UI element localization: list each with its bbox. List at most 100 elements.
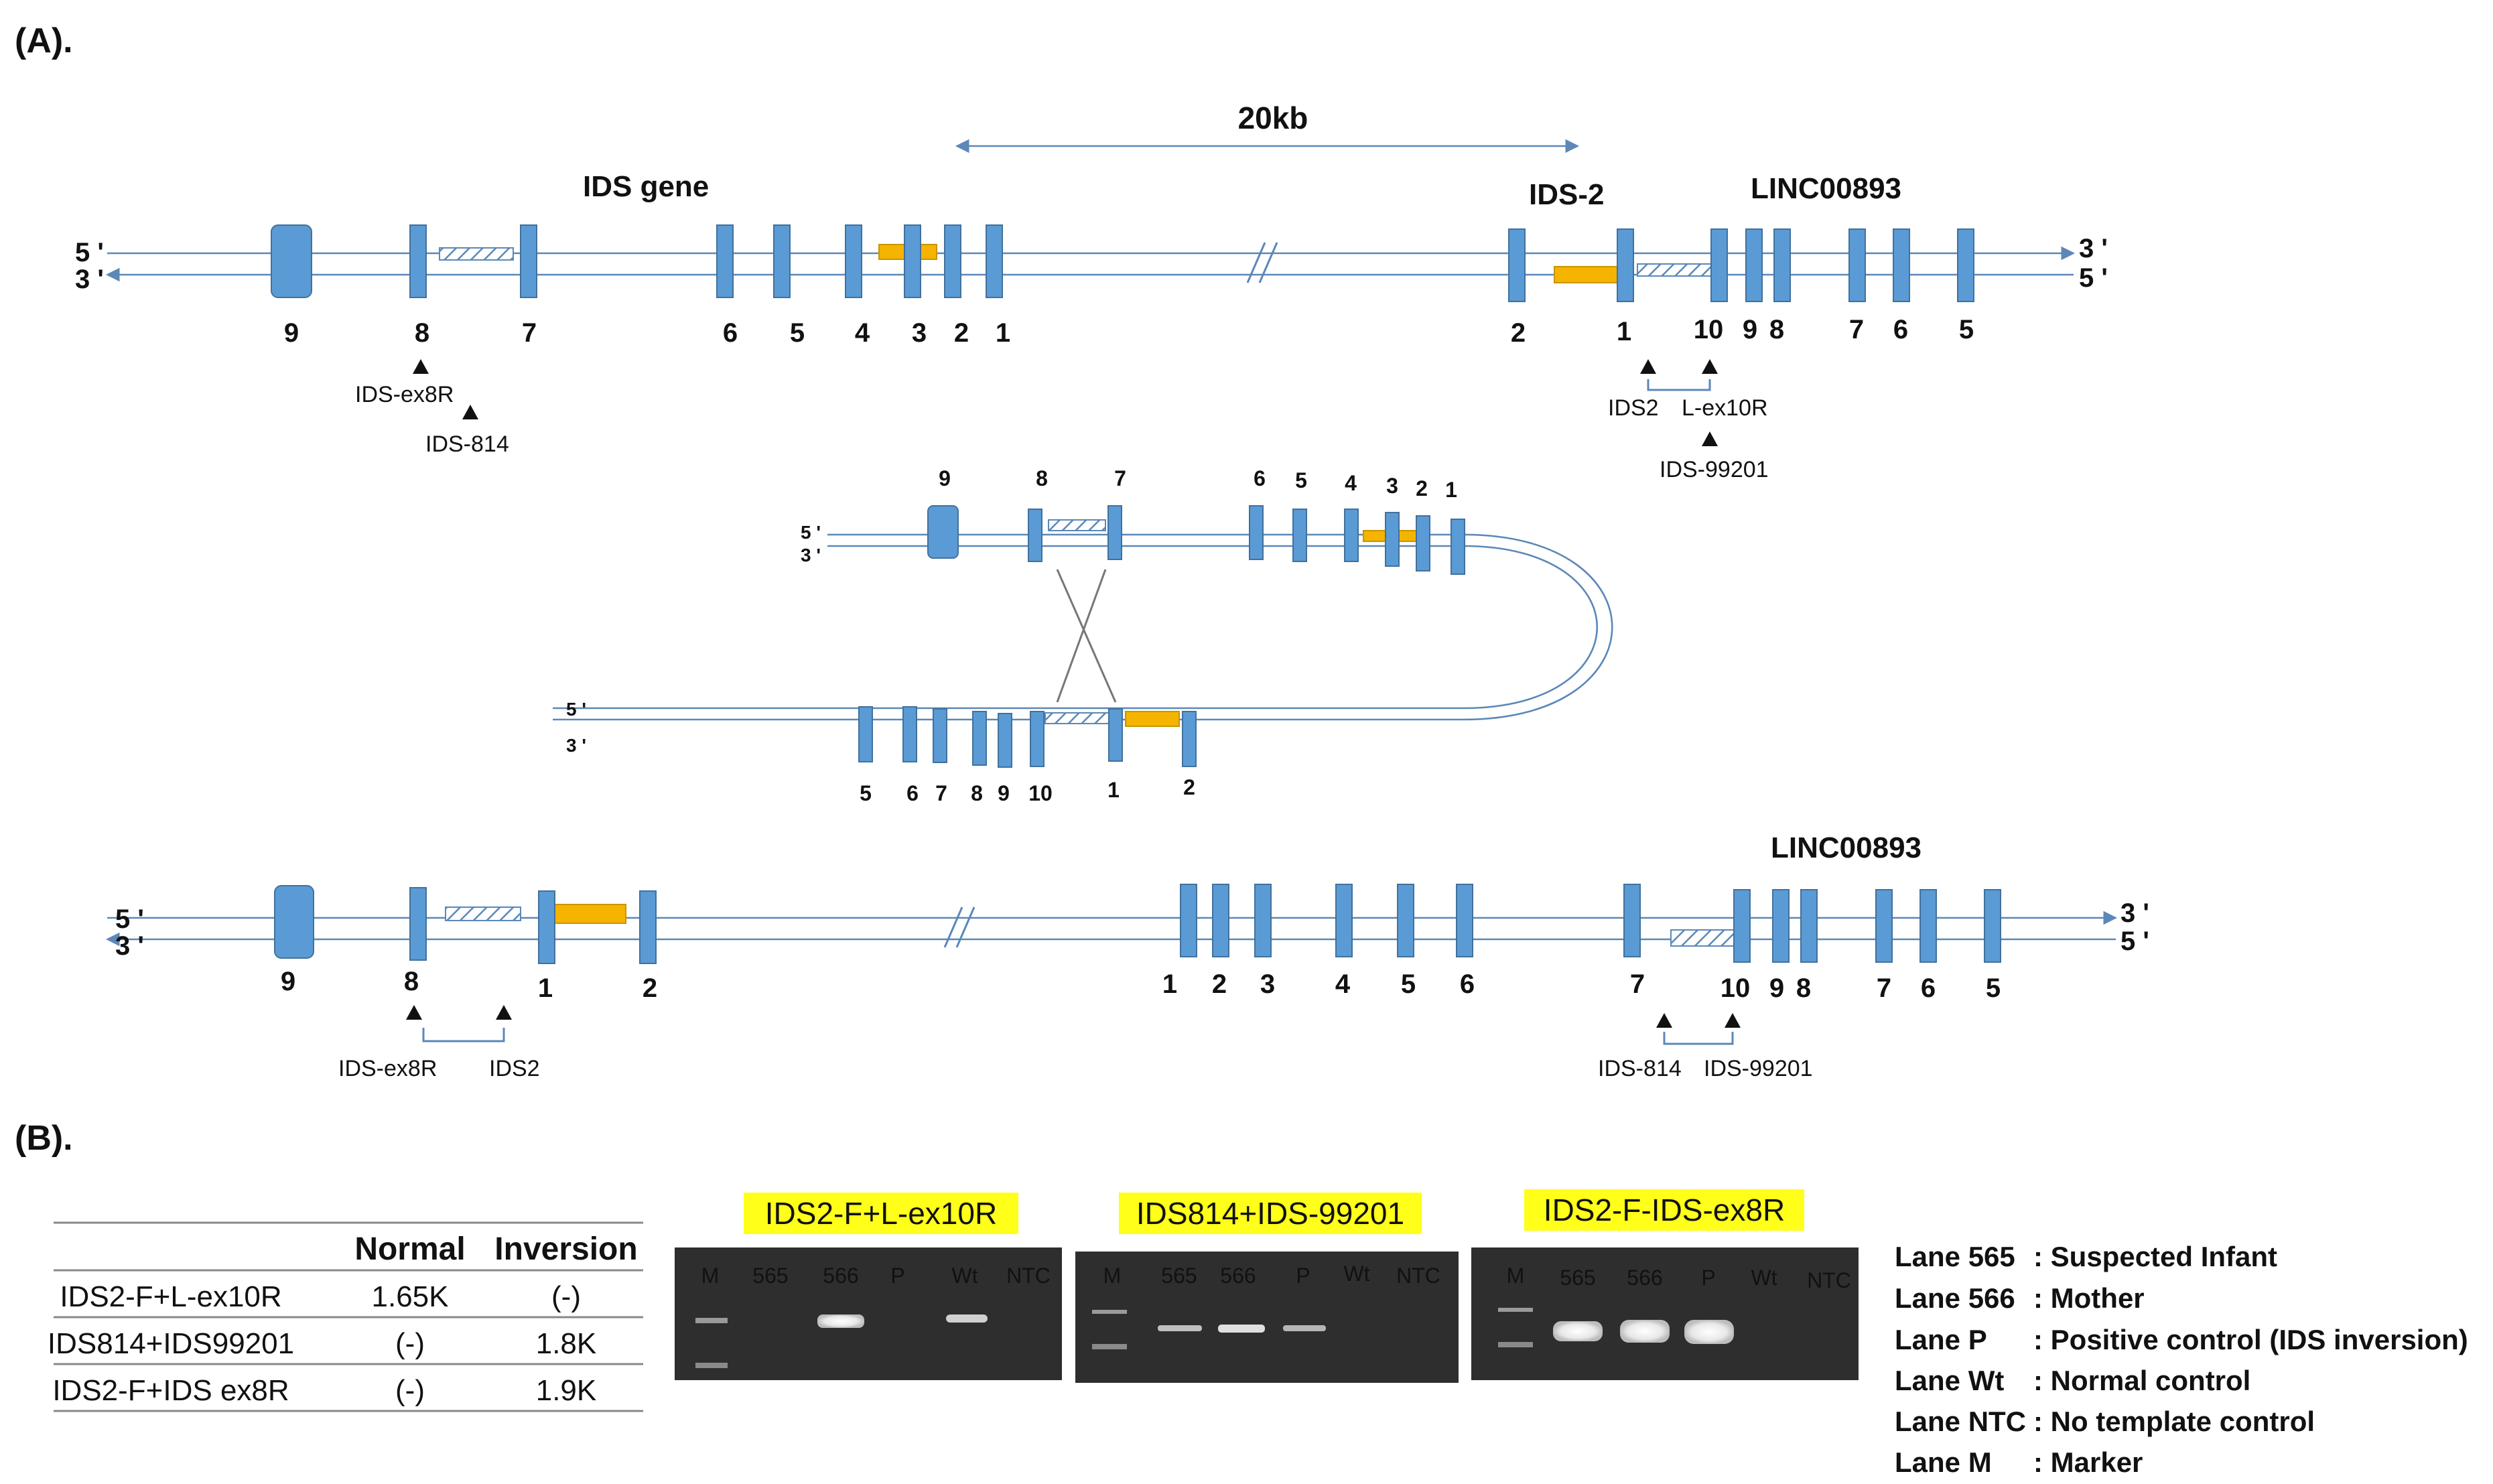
top-exon-ids-6 (716, 224, 734, 298)
bottom-ids-hatched-region (445, 906, 521, 921)
loop-lower-exon-10 (1030, 711, 1045, 767)
top-exon-label-ids2-2: 2 (1511, 318, 1526, 348)
loop-lower-label-9: 9 (998, 781, 1010, 805)
bottom-chromosome: 5 ' 3 ' 3 ' 5 ' 9 8 1 2 1 2 3 4 (105, 884, 2149, 1081)
primer-marker-ids-99201-bottom (1725, 1013, 1741, 1028)
top-exon-ids2-2 (1508, 228, 1526, 302)
legend-lane-566: Lane 566 (1895, 1282, 2015, 1314)
gel-1-lane-m: M (701, 1264, 720, 1288)
legend-desc-m: : Marker (2033, 1446, 2143, 1478)
gel-1-band-566 (817, 1314, 864, 1328)
bottom-exon-linc-6 (1919, 889, 1937, 963)
bottom-exon-label-ids-6: 6 (1460, 969, 1475, 999)
primer-marker-l-ex10r-top (1702, 359, 1718, 374)
loop-lower-5prime: 5 ' (566, 699, 586, 720)
gel-1-image (675, 1247, 1062, 1380)
top-exon-ids-1 (986, 224, 1003, 298)
loop-3prime: 3 ' (801, 545, 821, 565)
scale-bar: 20kb (955, 100, 1580, 153)
top-linc-hatched-region (1637, 263, 1712, 277)
top-exon-linc-7 (1848, 228, 1866, 302)
table-row-1-inversion: (-) (551, 1280, 581, 1313)
loop-lower-label-7: 7 (935, 781, 947, 805)
legend-lane-ntc: Lane NTC (1895, 1406, 2026, 1437)
gel-3-band-565 (1553, 1321, 1603, 1341)
gel-3-title-highlight (1524, 1189, 1804, 1231)
bottom-5prime-left: 5 ' (115, 904, 144, 934)
table-header-normal: Normal (354, 1231, 465, 1267)
bottom-exon-ids-6 (1456, 884, 1473, 957)
gel-3: IDS2-F-IDS-ex8R M 565 566 P Wt NTC (1471, 1189, 1859, 1380)
primer-marker-ids-ex8r-top (413, 359, 429, 374)
loop-upper-label-3: 3 (1386, 474, 1398, 498)
gel-1-title-highlight (744, 1193, 1018, 1234)
bottom-exon-ids2-2 (639, 890, 657, 964)
top-exon-label-ids-5: 5 (790, 318, 805, 348)
gel-2-marker-band-2 (1092, 1344, 1127, 1349)
loop-upper-label-5: 5 (1295, 468, 1307, 492)
loop-upper-exon-8 (1028, 509, 1042, 562)
top-exon-label-ids-1: 1 (996, 318, 1010, 348)
panel-b-label: (B). (15, 1119, 73, 1158)
primer-marker-ids-814-top (462, 405, 478, 419)
gel-3-title: IDS2-F-IDS-ex8R (1544, 1193, 1785, 1227)
bottom-exon-label-ids2-1: 1 (538, 973, 553, 1003)
legend-desc-565: : Suspected Infant (2033, 1241, 2277, 1272)
loop-5prime: 5 ' (801, 522, 821, 543)
gel-1-lane-566: 566 (823, 1264, 858, 1288)
top-exon-label-linc-8: 8 (1769, 315, 1784, 344)
bottom-exon-label-linc-8: 8 (1796, 973, 1811, 1003)
legend-lane-wt: Lane Wt (1895, 1365, 2004, 1396)
table-row-3-normal: (-) (395, 1374, 425, 1407)
primer-label-ids2-bottom: IDS2 (489, 1056, 540, 1081)
top-exon-ids2-1 (1617, 228, 1634, 302)
loop-lower-label-8: 8 (971, 781, 983, 805)
top-exon-linc-9 (1745, 228, 1763, 302)
loop-upper-exon-7 (1107, 505, 1122, 560)
loop-upper-exon-5 (1292, 509, 1307, 562)
top-exon-label-linc-10: 10 (1694, 315, 1724, 344)
loop-upper-label-8: 8 (1036, 466, 1048, 490)
gel-3-lane-ntc: NTC (1807, 1268, 1851, 1292)
gel-3-lane-p: P (1701, 1266, 1715, 1290)
bottom-5prime-right: 5 ' (2120, 927, 2149, 956)
primer-marker-ids2-bottom (496, 1005, 512, 1020)
gel-2-lane-ntc: NTC (1396, 1264, 1440, 1288)
gel-2-lane-565: 565 (1161, 1264, 1197, 1288)
bottom-exon-label-linc-6: 6 (1921, 973, 1936, 1003)
gel-1-lane-p: P (890, 1264, 904, 1288)
loop-lower-exon-9 (998, 713, 1012, 768)
bottom-exon-label-linc-9: 9 (1769, 973, 1784, 1003)
primer-label-l-ex10r-top: L-ex10R (1682, 395, 1768, 421)
gel-2-lane-m: M (1103, 1264, 1122, 1288)
loop-lower-label-2: 2 (1183, 775, 1195, 799)
bottom-exon-linc-8 (1800, 889, 1818, 963)
bottom-exon-label-ids-5: 5 (1401, 969, 1416, 999)
gel-2-image (1075, 1252, 1459, 1383)
gel-1-title: IDS2-F+L-ex10R (765, 1196, 997, 1231)
top-exon-label-linc-6: 6 (1893, 315, 1908, 344)
bottom-exon-linc-9 (1772, 889, 1790, 963)
bottom-exon-label-ids-4: 4 (1335, 969, 1351, 999)
top-exon-linc-5 (1957, 228, 1974, 302)
bottom-exon-ids-4 (1335, 884, 1353, 957)
gel-1-lane-wt: Wt (951, 1264, 978, 1288)
legend-lane-m: Lane M (1895, 1446, 1992, 1478)
gel-3-band-566 (1620, 1320, 1670, 1343)
loop-upper-label-6: 6 (1254, 466, 1266, 490)
primer-marker-ids-ex8r-bottom (406, 1005, 422, 1020)
top-exon-ids-5 (773, 224, 791, 298)
bottom-exon-label-9: 9 (281, 967, 295, 996)
loop-strand-outer (553, 533, 1613, 721)
gel-1-marker-band-1 (695, 1318, 728, 1323)
top-exon-label-linc-7: 7 (1849, 315, 1864, 344)
bottom-exon-ids2-1 (538, 890, 555, 964)
table-row-3-inversion: 1.9K (536, 1374, 597, 1407)
top-exon-label-ids-2: 2 (954, 318, 969, 348)
legend-lane-p: Lane P (1895, 1324, 1987, 1355)
bottom-exon-linc-10 (1733, 889, 1751, 963)
loop-lower-3prime: 3 ' (566, 735, 586, 756)
bottom-exon-label-linc-7-first: 7 (1630, 969, 1645, 999)
top-exon-linc-6 (1893, 228, 1910, 302)
lane-legend: Lane 565 : Suspected Infant Lane 566 : M… (1895, 1241, 2468, 1478)
